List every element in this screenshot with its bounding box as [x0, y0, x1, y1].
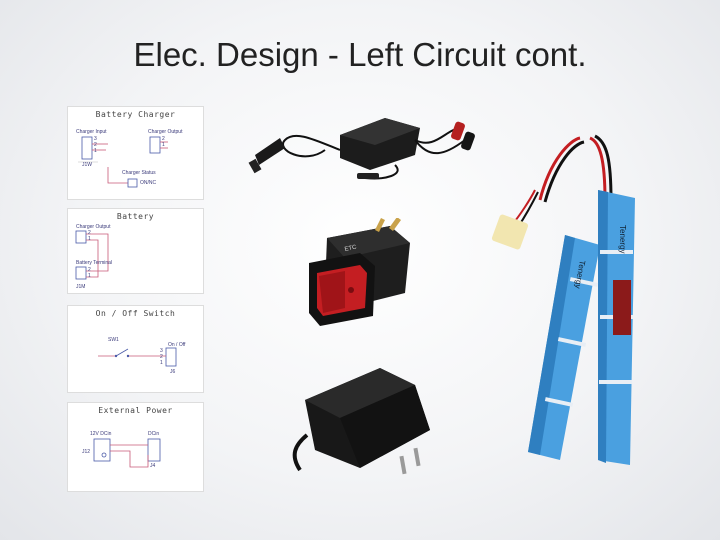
label-j12: J12 [82, 449, 91, 455]
label-j6: J6 [170, 369, 176, 375]
pin-label: 3 [160, 348, 163, 354]
brand-label: Tenergy [618, 225, 627, 253]
pin-label: 2 [88, 230, 91, 236]
schematic-on-off-switch: On / Off Switch SW1 On / Off 3 2 1 J6 [67, 305, 204, 393]
ac-adapter-photo [292, 368, 430, 475]
label-12v-dcin: 12V DCin [90, 431, 112, 437]
label-sw1: SW1 [108, 337, 119, 343]
rocker-switch-photo: ETC [309, 218, 410, 326]
label-charger-output: Charger Output [76, 224, 111, 230]
pin-label: 2 [160, 354, 163, 360]
label-dcin: DCin [148, 431, 160, 437]
label-charger-input: Charger Input [76, 129, 107, 135]
pin-label: 1 [94, 148, 97, 154]
pin-label: 1 [88, 273, 91, 279]
schematic-battery: Battery Charger Output 2 1 Battery Termi… [67, 208, 204, 294]
slide-title: Elec. Design - Left Circuit cont. [133, 36, 587, 73]
pin-label: 1 [88, 236, 91, 242]
schematic-header: External Power [98, 406, 173, 415]
pin-label: 3 [94, 136, 97, 142]
pin-label: 2 [162, 136, 165, 142]
label-j1m: J1M [76, 284, 86, 290]
label-charger-status: Charger Status [122, 170, 156, 176]
battery-charger-photo [248, 118, 475, 180]
label-battery-terminal: Battery Terminal [76, 260, 113, 266]
schematic-header: Battery [116, 212, 155, 221]
pin-label: 2 [88, 267, 91, 273]
schematic-header: Battery Charger [95, 110, 176, 119]
label-on-off: On / Off [168, 342, 186, 348]
label-j4: J4 [150, 463, 156, 469]
schematic-header: On / Off Switch [95, 309, 176, 318]
schematic-battery-charger-drawing [78, 136, 168, 188]
schematic-switch-drawing [98, 347, 177, 367]
pin-label: 1 [162, 142, 165, 148]
schematic-battery-drawing [75, 230, 109, 280]
svg-text:ETC: ETC [344, 244, 358, 253]
schematic-external-power: External Power 12V DCin DCin J12 J4 [67, 402, 204, 492]
nimh-battery-pack-photo: Tenergy Tenergy [491, 134, 635, 465]
pin-label: 1 [160, 360, 163, 366]
schematic-external-power-drawing [93, 438, 161, 468]
label-charger-output: Charger Output [148, 129, 183, 135]
label-on-nc: ON/NC [140, 180, 157, 186]
label-j1w: J1W [82, 162, 92, 168]
schematic-battery-charger: Battery Charger Charger Input Charger Ou… [67, 106, 204, 200]
pin-label: 2 [94, 142, 97, 148]
